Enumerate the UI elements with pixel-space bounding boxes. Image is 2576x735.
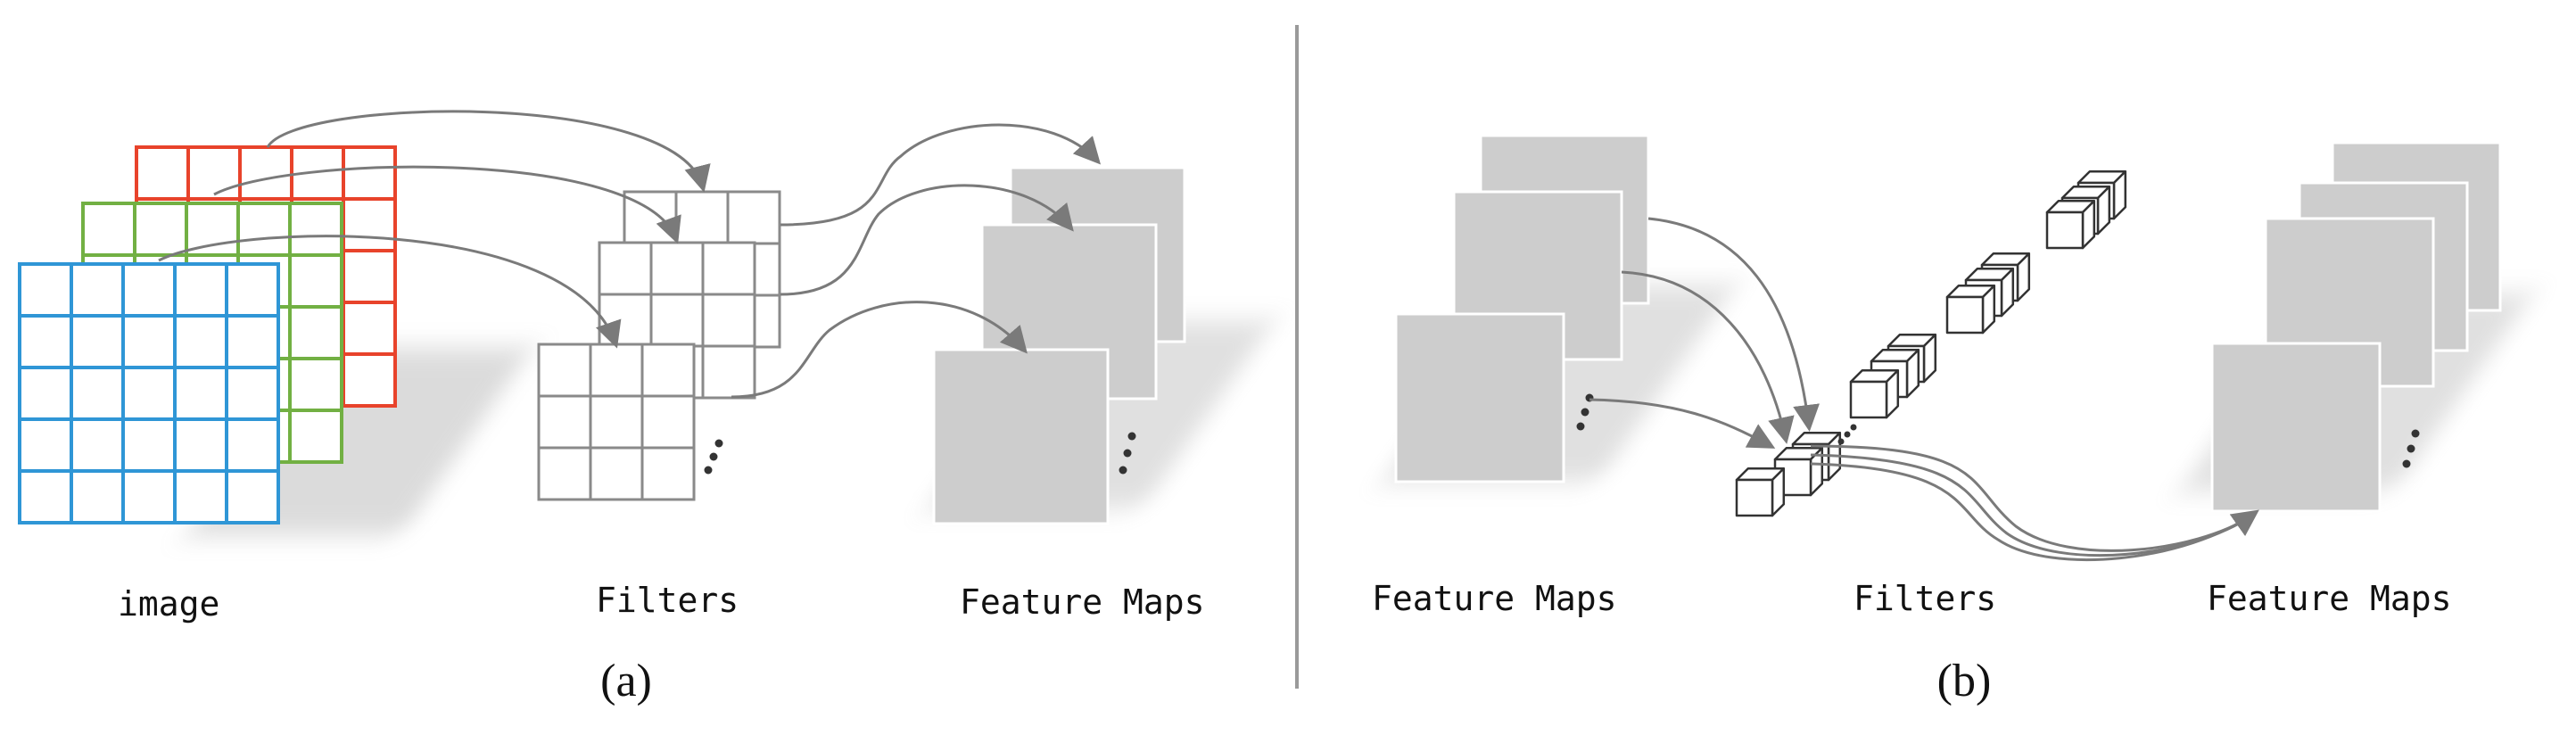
caption-b: (b) — [1937, 656, 1992, 706]
filter-cube-3-3 — [1849, 368, 1900, 419]
filter-cubes-ellipsis — [1837, 424, 1857, 445]
filter-grid-3 — [537, 343, 696, 501]
output-feature-map-4 — [2210, 342, 2382, 513]
filter-cube-2-3 — [1945, 284, 1996, 334]
label-filters: Filters — [596, 581, 739, 620]
label-filters-b: Filters — [1854, 579, 1996, 618]
filter-cubes — [1735, 169, 2127, 517]
arrows-filters-to-output — [1810, 444, 2259, 562]
filter-cube-4-3 — [1735, 467, 1786, 517]
panel-a: image Filters Feature Maps (a) — [18, 110, 1274, 706]
arrows-maps-to-filters — [1589, 217, 1820, 449]
output-maps-ellipsis — [2402, 429, 2420, 468]
filter-ellipsis — [704, 439, 723, 475]
label-feature-maps-in: Feature Maps — [1372, 579, 1617, 618]
arrows-image-to-filters — [158, 110, 711, 349]
input-maps-ellipsis — [1576, 393, 1594, 431]
filter-cube-1-3 — [2045, 199, 2096, 250]
label-image: image — [118, 584, 219, 624]
arrows-filters-to-maps — [731, 123, 1102, 399]
feature-map-3 — [932, 348, 1110, 525]
image-channel-blue — [18, 262, 280, 524]
caption-a: (a) — [600, 656, 652, 706]
input-feature-map-3 — [1394, 312, 1565, 483]
label-feature-maps: Feature Maps — [960, 582, 1205, 622]
label-feature-maps-out: Feature Maps — [2207, 579, 2452, 618]
panel-b: Feature Maps Filters Feature Maps (b) — [1372, 134, 2532, 706]
feature-maps-ellipsis — [1119, 432, 1136, 475]
